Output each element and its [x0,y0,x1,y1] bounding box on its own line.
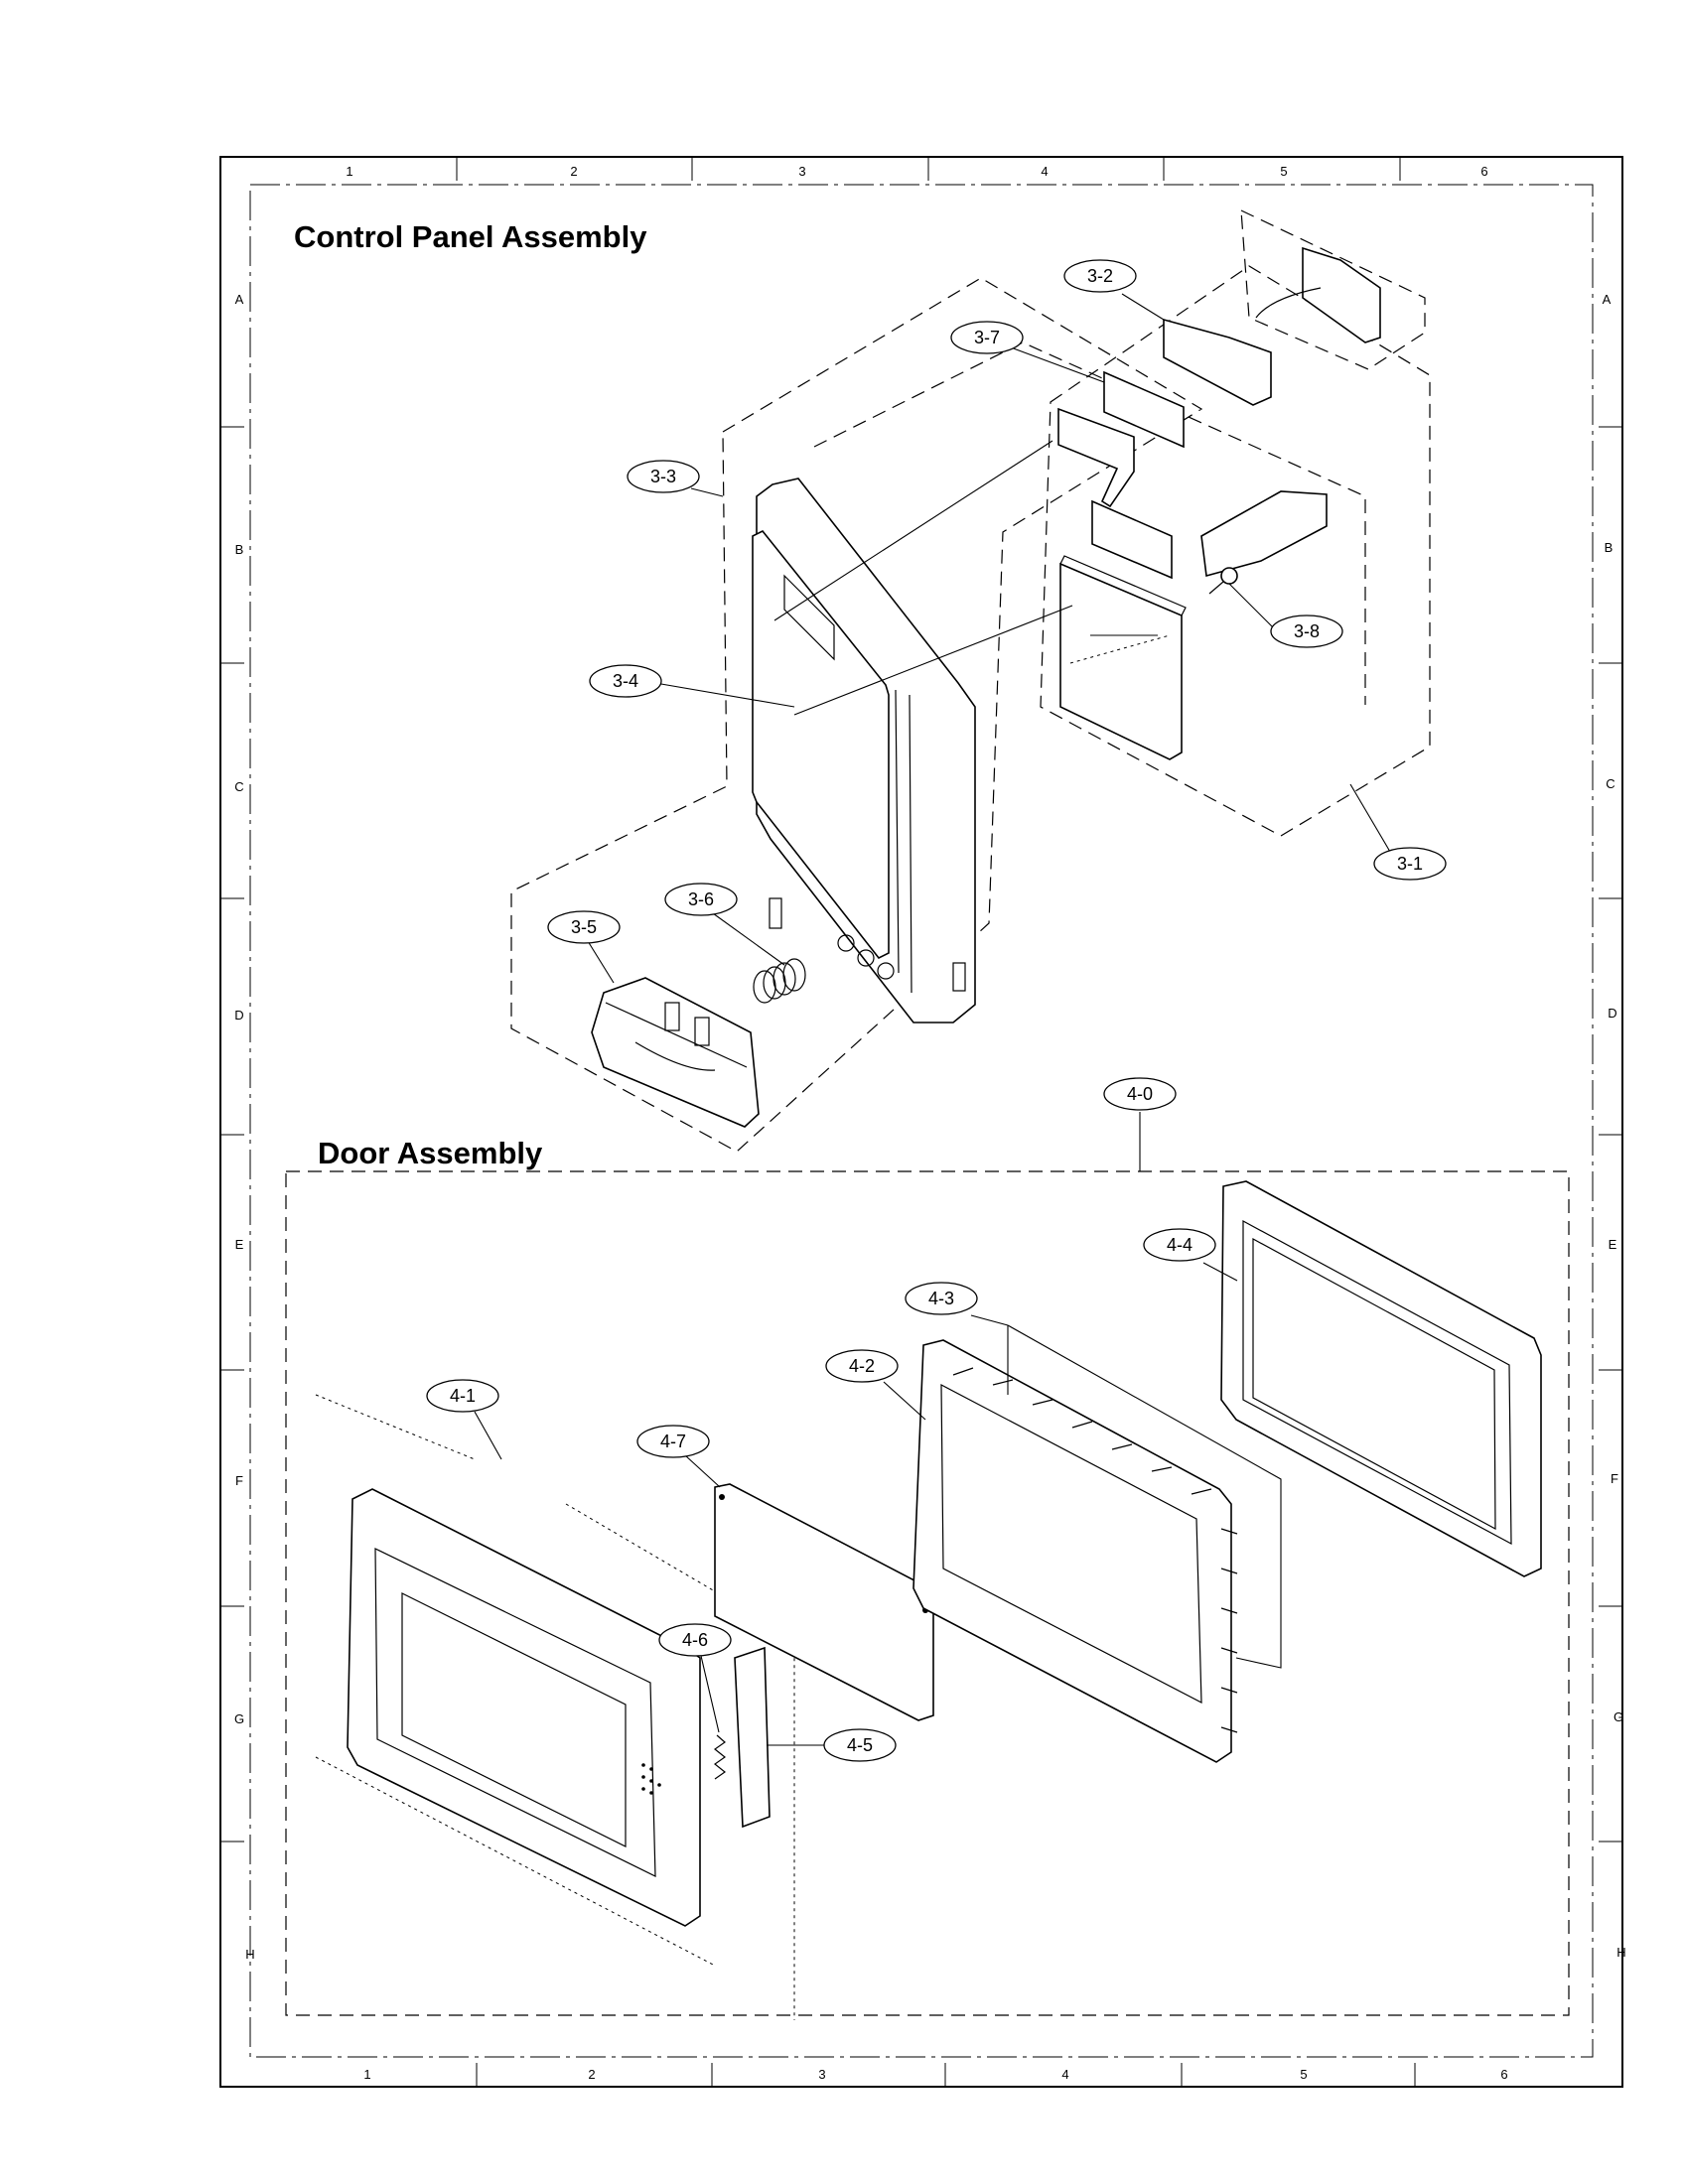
callout-4-1-label: 4-1 [450,1386,476,1406]
grid-row-label: H [245,1947,254,1962]
callout-oval [426,1379,499,1413]
callout-oval [950,321,1024,354]
door-assembly [285,1170,1570,2020]
callout-4-3-label: 4-3 [928,1289,954,1308]
grid-col-label: 3 [798,164,805,179]
callout-3-8-label: 3-8 [1294,621,1320,641]
housing-envelope-outline [510,277,1203,1153]
grid-row-label: D [234,1008,243,1023]
door-assembly-title: Door Assembly [318,1136,543,1170]
grid-row-label: H [1616,1945,1625,1960]
grid-col-label: 4 [1041,164,1048,179]
door-latch [734,1646,771,1829]
callout-oval [905,1282,978,1315]
callout-oval [664,883,738,916]
callout-4-0-label: 4-0 [1127,1084,1153,1104]
pcb-envelope-outline [1040,265,1431,837]
callout-3-2-label: 3-2 [1087,266,1113,286]
grid-row-label: C [1606,776,1614,791]
callout-oval [658,1623,732,1657]
control-pcb [1059,562,1183,760]
mounting-plate [1302,246,1381,343]
door-frame [347,1488,701,1927]
drawing-frame [219,156,1623,2088]
switch-module [1103,370,1185,449]
grid-labels-top: 1 2 3 4 5 6 [346,164,1487,179]
grid-row-label: C [234,779,243,794]
grid-row-label: B [235,542,244,557]
door-window-plate [714,1483,934,1721]
inner-envelope-outline [813,341,1366,705]
callout-3-3-label: 3-3 [650,467,676,486]
callout-oval [627,460,700,493]
grid-row-label: E [1609,1237,1617,1252]
control-panel-front-label [752,529,890,960]
callout-oval [1143,1228,1216,1262]
grid-labels-right: A B C D E F G H [1603,292,1626,1960]
button-spring [753,958,806,1004]
ribbon-cable [1057,407,1135,508]
callouts: 3-2 3-7 3-3 3-4 3-8 3-1 3-6 3-5 4-0 [426,259,1447,1762]
grid-col-label: 2 [570,164,577,179]
vent-holes [641,1763,661,1795]
grid-row-label: E [235,1237,244,1252]
grid-row-label: D [1608,1006,1616,1021]
callout-oval [1270,614,1343,648]
callout-oval [823,1728,897,1762]
callout-3-1-label: 3-1 [1397,854,1423,874]
callout-oval [825,1349,899,1383]
grid-col-label: 6 [1480,164,1487,179]
callout-oval [636,1425,710,1458]
display-module [1091,499,1173,580]
callout-oval [589,664,662,698]
grid-row-label: B [1605,540,1614,555]
grid-row-label: F [1611,1471,1618,1486]
door-choke [912,1339,1232,1763]
grid-row-label: A [235,292,244,307]
callout-oval [1063,259,1137,293]
callout-oval [547,910,621,944]
callout-4-5-label: 4-5 [847,1735,873,1755]
callout-4-4-label: 4-4 [1167,1235,1193,1255]
grid-col-label: 5 [1300,2067,1307,2082]
callout-3-4-label: 3-4 [613,671,638,691]
door-seal-frame [1220,1180,1542,1577]
callout-4-2-label: 4-2 [849,1356,875,1376]
grid-col-label: 2 [588,2067,595,2082]
grid-col-label: 3 [818,2067,825,2082]
control-panel-assembly [510,209,1431,1153]
display-window [783,574,835,661]
grid-row-label: F [235,1473,243,1488]
door-open-button [591,977,760,1128]
callout-4-6-label: 4-6 [682,1630,708,1650]
switch-bracket [1163,318,1272,406]
door-screen-leader [1007,1324,1282,1669]
upper-module-envelope-outline [1240,209,1426,370]
callout-3-5-label: 3-5 [571,917,597,937]
grid-row-label: G [234,1711,244,1726]
flat-cable [1200,490,1328,578]
callout-3-7-label: 3-7 [974,328,1000,347]
callout-oval [1103,1077,1177,1111]
door-envelope-outline [285,1170,1570,2016]
callout-4-7-label: 4-7 [660,1432,686,1451]
grid-row-label: A [1603,292,1612,307]
grid-col-label: 1 [363,2067,370,2082]
grid-labels-left: A B C D E F G H [234,292,255,1962]
control-panel-assembly-title: Control Panel Assembly [294,219,647,254]
callout-oval [1373,847,1447,881]
grid-col-label: 5 [1280,164,1287,179]
grid-labels-bottom: 1 2 3 4 5 6 [363,2067,1507,2082]
grid-row-label: G [1614,1709,1623,1724]
grid-col-label: 4 [1061,2067,1068,2082]
grid-col-label: 1 [346,164,352,179]
latch-spring [713,1734,727,1780]
callout-3-6-label: 3-6 [688,889,714,909]
grid-col-label: 6 [1500,2067,1507,2082]
